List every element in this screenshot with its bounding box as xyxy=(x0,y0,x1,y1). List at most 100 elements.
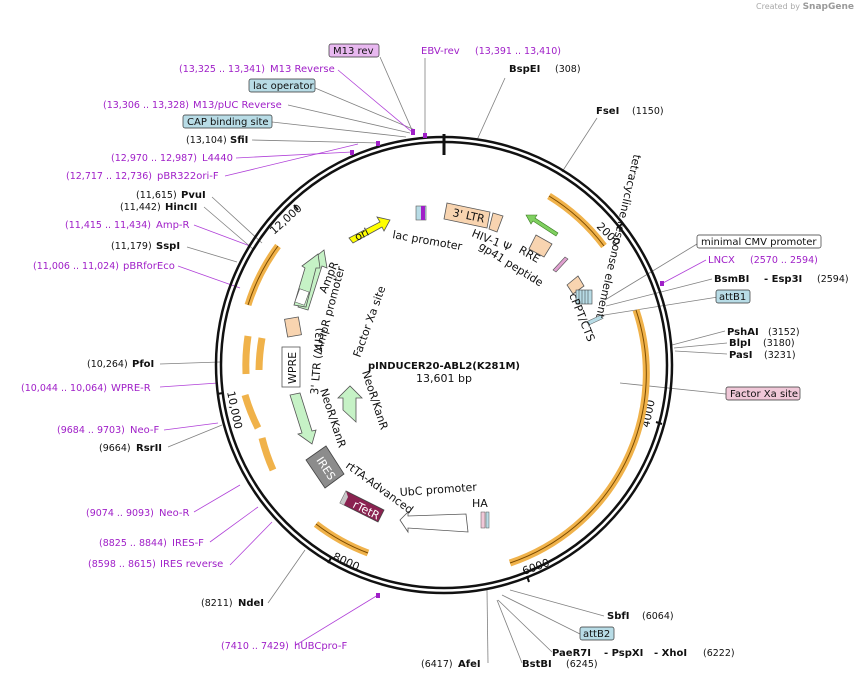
ires-shape xyxy=(305,445,345,489)
bstbi-name: BstBI xyxy=(522,659,552,670)
pbrforeco-range: (11,006 .. 11,024) xyxy=(33,261,119,272)
leader-cap xyxy=(271,121,407,138)
label-leader-lines xyxy=(159,56,728,664)
leader-m13-rev xyxy=(379,56,413,131)
leader-pfoi xyxy=(159,361,221,365)
l4440-name: L4440 xyxy=(202,153,233,164)
neor-inner-arrow xyxy=(337,385,363,423)
amp-r-range: (11,415 .. 11,434) xyxy=(65,220,151,231)
sbfi-range: (6064) xyxy=(642,611,674,622)
label-wpre: WPRE xyxy=(286,352,299,384)
feature-arc-9500 xyxy=(241,393,262,430)
primer-mark-l4440 xyxy=(350,150,354,155)
label-ltr-du3: 3' LTR (ΔU3) xyxy=(308,327,327,395)
xhoi-name: - XhoI xyxy=(654,648,687,659)
neo-r-name: Neo-R xyxy=(159,508,190,519)
leader-bspei xyxy=(476,77,506,141)
top-labels: M13 rev EBV-rev (13,391 .. 13,410) BspEI… xyxy=(328,43,664,117)
plasmid-name: pINDUCER20-ABL2(K281M) xyxy=(368,361,520,372)
sspi-name: SspI xyxy=(156,241,180,252)
cppt-shape xyxy=(566,275,585,295)
neor-outer-arrow xyxy=(289,392,317,445)
primer-mark-pbr322 xyxy=(376,141,380,146)
ires-reverse-range: (8598 .. 8615) xyxy=(88,559,156,570)
feature-arc-2000-line xyxy=(548,195,605,247)
blpi-name: BlpI xyxy=(729,338,751,349)
leader-sbfi xyxy=(509,589,605,617)
feature-arc-8000-line xyxy=(315,523,369,554)
bspei-label: BspEI xyxy=(509,64,540,75)
leader-attb2 xyxy=(501,594,581,635)
hubcpro-name: hUBCpro-F xyxy=(294,641,347,652)
sfii-range: (13,104) xyxy=(186,135,227,146)
label-cppt: cPPT/CTS xyxy=(566,291,597,343)
attb2-label-box xyxy=(579,626,615,641)
pfoi-name: PfoI xyxy=(132,359,154,370)
primer-mark-m13 xyxy=(411,129,415,135)
ori-arrow xyxy=(348,216,391,244)
bsmbi-range: (2594) xyxy=(817,274,849,285)
ha-mark xyxy=(480,511,486,529)
lncx-range: (2570 .. 2594) xyxy=(750,255,818,266)
sspi-range: (11,179) xyxy=(111,241,152,252)
ires-f-name: IRES-F xyxy=(172,538,204,549)
neo-f-range: (9684 .. 9703) xyxy=(57,425,125,436)
pasi-name: PasI xyxy=(729,350,752,361)
fsei-range: (1150) xyxy=(632,106,664,117)
paer7i-range: (6222) xyxy=(703,648,735,659)
tre-stripes xyxy=(578,290,589,304)
factor-xa-name: Factor Xa site xyxy=(730,389,798,400)
cap-name: CAP binding site xyxy=(187,117,269,128)
lac-operator-box xyxy=(248,78,316,93)
leader-pbr322ori xyxy=(224,143,359,177)
leader-hubcpro xyxy=(295,594,379,646)
right-labels: minimal CMV promoter LNCX (2570 .. 2594)… xyxy=(696,234,849,401)
factor-xa-box xyxy=(725,386,801,401)
pspxi-name: - PspXI xyxy=(604,648,643,659)
pfoi-range: (10,264) xyxy=(87,359,128,370)
m13-rev-box xyxy=(328,43,380,58)
gp41-shape xyxy=(552,256,569,273)
hincii-name: HincII xyxy=(165,202,197,213)
neo-f-name: Neo-F xyxy=(130,425,160,436)
rre-shape xyxy=(528,234,553,258)
rsrii-range: (9664) xyxy=(99,443,131,454)
feature-arc-4000-line xyxy=(509,309,647,564)
leader-blpi xyxy=(673,342,728,349)
leader-m13-reverse xyxy=(337,69,413,133)
leader-pasi xyxy=(674,350,728,355)
inner-features xyxy=(281,202,604,534)
cmv-box xyxy=(696,234,822,249)
pshai-name: PshAI xyxy=(727,327,759,338)
pbrforeco-name: pBRforEco xyxy=(123,261,175,272)
lac-promoter-purple xyxy=(421,206,425,220)
pvui-name: PvuI xyxy=(181,190,206,201)
credit-prefix: Created by xyxy=(756,2,801,11)
feature-arc-10200 xyxy=(255,337,266,371)
ampr-promoter-box xyxy=(294,288,310,306)
feature-arc-10000 xyxy=(242,335,252,375)
bspei-range: (308) xyxy=(555,64,581,75)
m13-puc-range: (13,306 .. 13,328) xyxy=(103,100,189,111)
leader-neo-r xyxy=(193,484,241,513)
attb2-mark xyxy=(485,511,490,529)
wpre-r-range: (10,044 .. 10,064) xyxy=(21,383,107,394)
feature-arc-4000 xyxy=(508,308,650,567)
ires-f-range: (8825 .. 8844) xyxy=(99,538,167,549)
primer-leader-lines xyxy=(159,69,707,646)
left-labels: (13,325 .. 13,341) M13 Reverse lac opera… xyxy=(21,64,347,652)
ltr3-shape xyxy=(443,202,491,229)
tick-8000 xyxy=(327,557,332,564)
hubcpro-range: (7410 .. 7429) xyxy=(221,641,289,652)
paer7i-name: PaeR7I xyxy=(552,648,591,659)
label-ori: ori xyxy=(352,226,371,244)
amp-r-name: Amp-R xyxy=(156,220,190,231)
leader-lac-operator xyxy=(314,87,416,131)
leader-lncx xyxy=(662,259,707,284)
label-neor-inner: NeoR/KanR xyxy=(359,369,390,432)
primer-mark-ebv xyxy=(423,133,427,138)
wpre-r-name: WPRE-R xyxy=(111,383,151,394)
rsrii-name: RsrII xyxy=(136,443,162,454)
lac-operator-name: lac operator xyxy=(253,81,314,92)
primer-marks xyxy=(350,129,664,598)
